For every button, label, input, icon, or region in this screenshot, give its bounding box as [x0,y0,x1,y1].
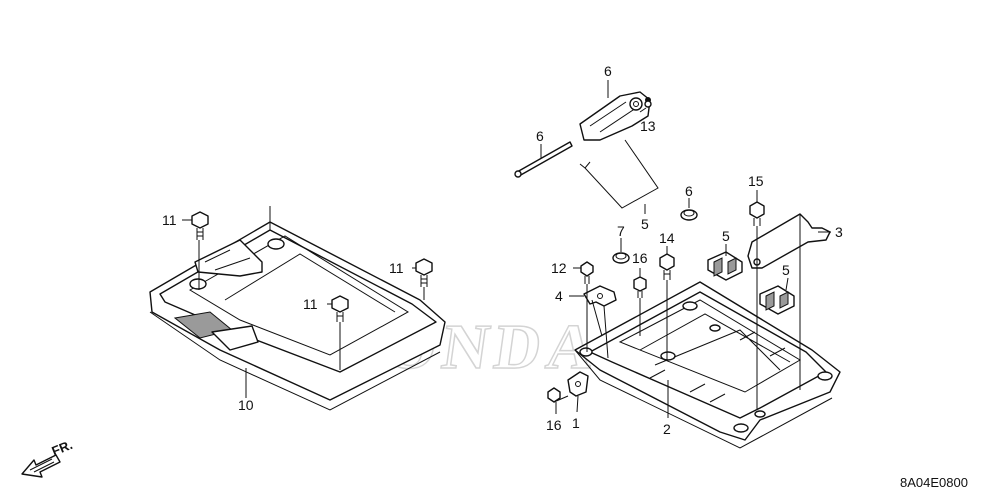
callout-16b: 16 [546,417,562,433]
bolt-part-13 [644,100,652,108]
callout-4: 4 [555,288,563,304]
bolt-part-15 [749,201,765,226]
cap-part-6b [612,252,630,264]
callout-5a: 5 [722,228,730,244]
callout-1: 1 [572,415,580,431]
callout-14: 14 [659,230,675,246]
wire-spring-part-8 [579,139,659,209]
callout-8: 5 [641,216,649,232]
callout-12: 12 [551,260,567,276]
callout-16a: 16 [632,250,648,266]
rubber-pad-part-5a [707,251,743,281]
screw-part-16b [547,387,569,403]
bolt-part-11b [415,258,433,287]
bolt-part-11a [191,211,209,240]
leader-lines [182,80,831,418]
callout-5b: 5 [782,262,790,278]
front-label: FR. [50,437,75,459]
bolt-part-11c [331,295,349,322]
base-plate-part-2 [574,281,841,449]
callout-13: 13 [640,118,656,134]
cover-tray-part-10 [149,221,446,411]
callout-10: 10 [238,397,254,413]
screw-part-16a [633,276,647,298]
pin-part-9 [514,141,573,178]
bolt-part-14 [659,253,675,280]
cap-part-6a [680,209,698,221]
bracket-part-4 [583,285,617,337]
callout-11c: 11 [303,296,318,312]
callout-7: 6 [604,63,612,79]
bolt-part-12 [580,261,594,284]
latch-part-7 [579,91,651,141]
callout-15: 15 [748,173,764,189]
callout-6b: 7 [617,223,625,239]
drawing-code: 8A04E0800 [900,475,968,490]
bracket-part-1 [567,371,589,397]
callout-2: 2 [663,421,671,437]
callout-11b: 11 [389,260,404,276]
callout-11a: 11 [162,212,177,228]
front-direction-arrow: FR. [21,437,75,478]
rubber-pad-part-5b [759,285,795,315]
callout-3: 3 [835,224,843,240]
callout-6a: 6 [685,183,693,199]
callout-9: 6 [536,128,544,144]
